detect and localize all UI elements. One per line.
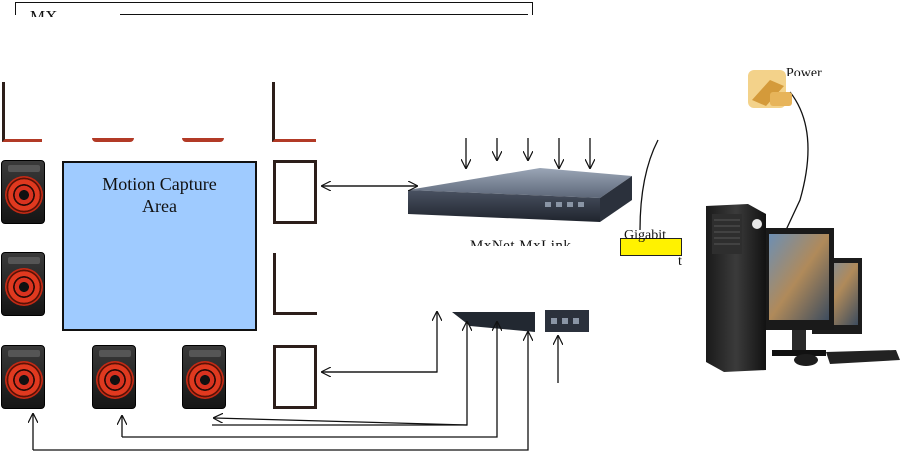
camera-bottom-2 [92,345,136,409]
camera-left-1 [1,160,45,224]
header-frame [15,2,533,15]
gigabit-label-tail: t [678,254,682,269]
capture-area-label-line1: Motion Capture [102,174,217,194]
camera-left-2 [1,252,45,316]
power-label: Power [786,66,822,76]
mx-switch-upper [408,168,632,222]
gigabit-highlight [620,238,682,256]
mx-switch-lower [452,310,589,332]
camera-partial-top-1 [2,82,42,142]
camera-right-3 [273,345,317,409]
camera-bottom-3 [182,345,226,409]
workstation-computer [706,204,900,372]
capture-area-label-line2: Area [142,196,177,216]
gigabit-label: Gigabit [624,228,666,243]
power-plug-icon [748,70,792,108]
header-title-fragment: MX [30,8,57,17]
mxnet-mxlink-label: MxNet MxLink [470,238,572,246]
camera-partial-top-3 [182,138,224,142]
header-input-bar [120,14,528,15]
camera-partial-top-2 [92,138,134,142]
camera-partial-top-4 [272,82,316,142]
motion-capture-area: Motion Capture Area [62,161,257,331]
camera-right-1 [273,160,317,224]
camera-bottom-1 [1,345,45,409]
camera-right-2 [273,253,317,315]
